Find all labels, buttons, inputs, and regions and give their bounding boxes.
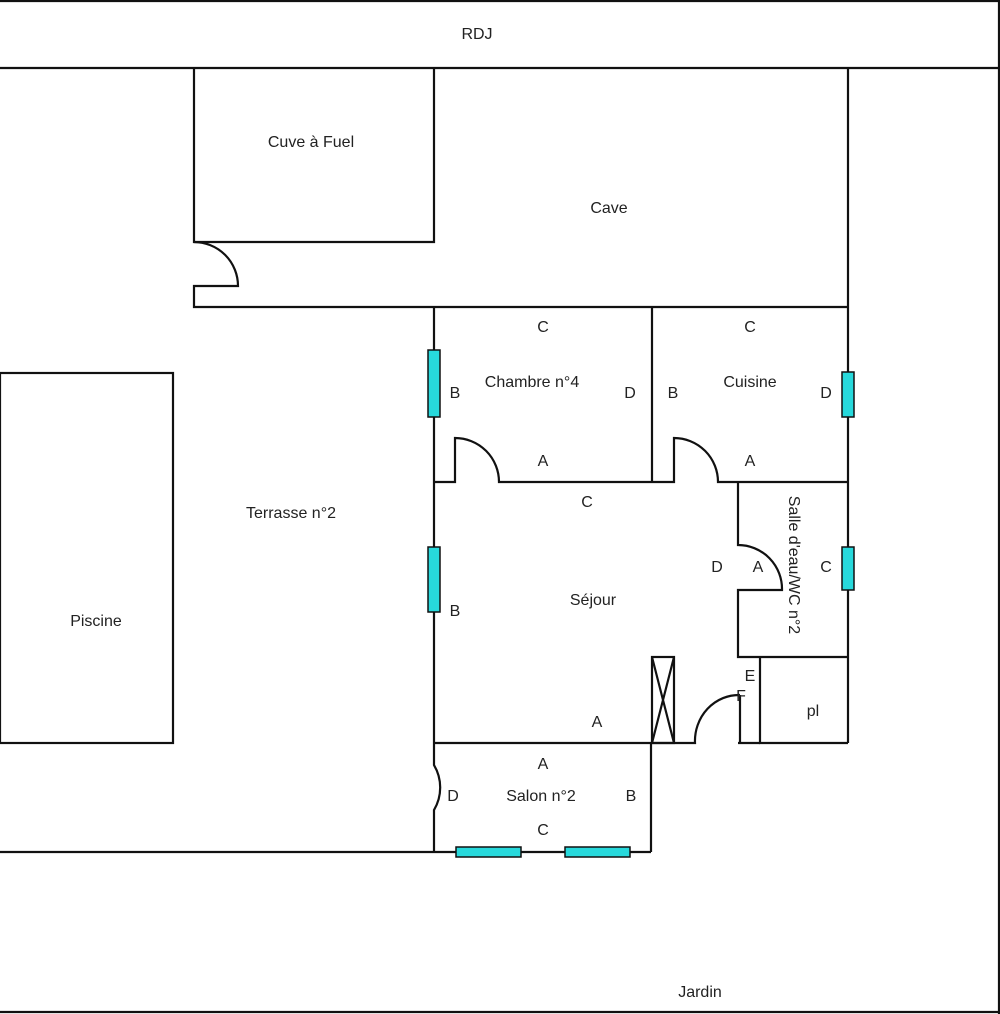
wall-chambre-sejour	[434, 436, 848, 484]
room-label-salon: Salon n°2	[506, 788, 576, 805]
stair-cross-icon	[650, 656, 676, 744]
room-label-placard: pl	[807, 703, 819, 720]
window-chambre	[427, 349, 441, 418]
salon-door	[432, 743, 442, 852]
wall-letter: D	[820, 385, 832, 402]
room-label-sejour: Séjour	[570, 592, 617, 609]
room-label-chambre: Chambre n°4	[485, 374, 580, 391]
wall-letter: B	[450, 603, 461, 620]
wall-letter: D	[447, 788, 459, 805]
wall-letter: F	[736, 688, 746, 705]
wall-letter: D	[624, 385, 636, 402]
piscine-outline	[0, 371, 175, 745]
wall-letter: B	[450, 385, 461, 402]
stair-box	[650, 655, 676, 745]
wall-letter: A	[753, 559, 764, 576]
room-label-cuisine: Cuisine	[723, 374, 776, 391]
wall-letter: A	[538, 756, 549, 773]
wall-letter: A	[592, 714, 603, 731]
window-cuisine	[841, 371, 855, 418]
wall-letter: E	[745, 668, 756, 685]
window-salon-2	[564, 846, 631, 858]
placard-walls	[758, 657, 848, 745]
window-sejour	[427, 546, 441, 613]
room-label-piscine: Piscine	[70, 613, 122, 630]
wall-letter: B	[668, 385, 679, 402]
salle-eau-walls	[736, 482, 848, 659]
wall-letter: C	[744, 319, 756, 336]
wall-letter: C	[537, 319, 549, 336]
wall-letter: B	[626, 788, 637, 805]
level-title: RDJ	[461, 26, 492, 43]
window-salon-1	[455, 846, 522, 858]
wall-letter: A	[538, 453, 549, 470]
wall-letter: C	[820, 559, 832, 576]
room-label-salle-eau: Salle d'eau/WC n°2	[785, 496, 802, 635]
room-label-cave: Cave	[590, 200, 627, 217]
wall-letter: A	[745, 453, 756, 470]
room-label-terrasse: Terrasse n°2	[246, 505, 336, 522]
window-salle-eau	[841, 546, 855, 591]
wall-letter: D	[711, 559, 723, 576]
cuve-door	[192, 240, 848, 309]
corridor-door	[434, 693, 742, 745]
wall-letter: C	[581, 494, 593, 511]
wall-letter: C	[537, 822, 549, 839]
room-label-jardin: Jardin	[678, 984, 722, 1001]
room-label-cuve: Cuve à Fuel	[268, 134, 354, 151]
cuve-walls	[192, 68, 436, 244]
